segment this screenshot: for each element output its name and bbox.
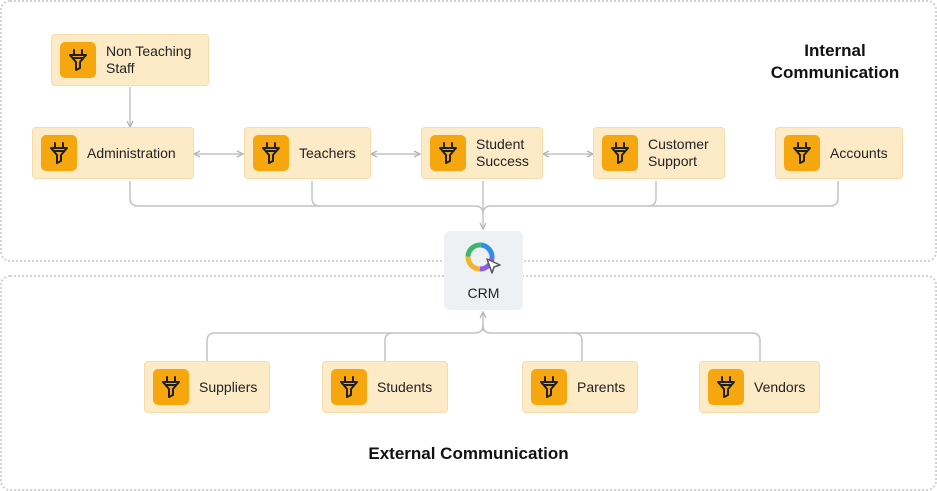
funnel-icon <box>60 42 96 78</box>
funnel-icon <box>253 135 289 171</box>
node-student-success: Student Success <box>421 127 543 179</box>
node-label: Vendors <box>754 378 806 395</box>
node-label: Student Success <box>476 136 529 169</box>
node-accounts: Accounts <box>775 127 903 179</box>
connector-accounts-to-crm <box>482 181 839 215</box>
connector-administration-to-crm <box>129 181 484 215</box>
funnel-icon <box>153 369 189 405</box>
external-communication-title: External Communication <box>368 444 569 463</box>
node-label: Accounts <box>830 144 888 161</box>
node-teachers: Teachers <box>244 127 371 179</box>
connector-teachers-to-crm <box>311 181 321 207</box>
crm-hub: CRM <box>444 231 523 310</box>
connector-parents-to-crm <box>573 332 583 361</box>
node-label: Students <box>377 378 433 395</box>
node-label: Parents <box>577 378 626 395</box>
connector-students-to-crm <box>384 332 394 361</box>
crm-label: CRM <box>467 285 500 301</box>
node-label: Suppliers <box>199 378 258 395</box>
node-non-teaching-staff: Non Teaching Staff <box>51 34 209 86</box>
node-customer-support: Customer Support <box>593 127 725 179</box>
connector-suppliers-to-crm <box>206 324 484 361</box>
internal-communication-title: Internal Communication <box>770 41 900 82</box>
funnel-icon <box>331 369 367 405</box>
node-label: Administration <box>87 144 176 161</box>
node-students: Students <box>322 361 448 413</box>
funnel-icon <box>708 369 744 405</box>
connector-vendors-to-crm <box>482 324 761 361</box>
node-label: Teachers <box>299 144 356 161</box>
crm-logo-icon <box>463 241 503 282</box>
connector-customer-support-to-crm <box>647 181 657 207</box>
node-label: Non Teaching Staff <box>106 43 192 76</box>
node-administration: Administration <box>32 127 194 179</box>
funnel-icon <box>531 369 567 405</box>
node-label: Customer Support <box>648 136 709 169</box>
node-suppliers: Suppliers <box>144 361 270 413</box>
funnel-icon <box>784 135 820 171</box>
funnel-icon <box>602 135 638 171</box>
funnel-icon <box>41 135 77 171</box>
funnel-icon <box>430 135 466 171</box>
node-parents: Parents <box>522 361 638 413</box>
node-vendors: Vendors <box>699 361 820 413</box>
